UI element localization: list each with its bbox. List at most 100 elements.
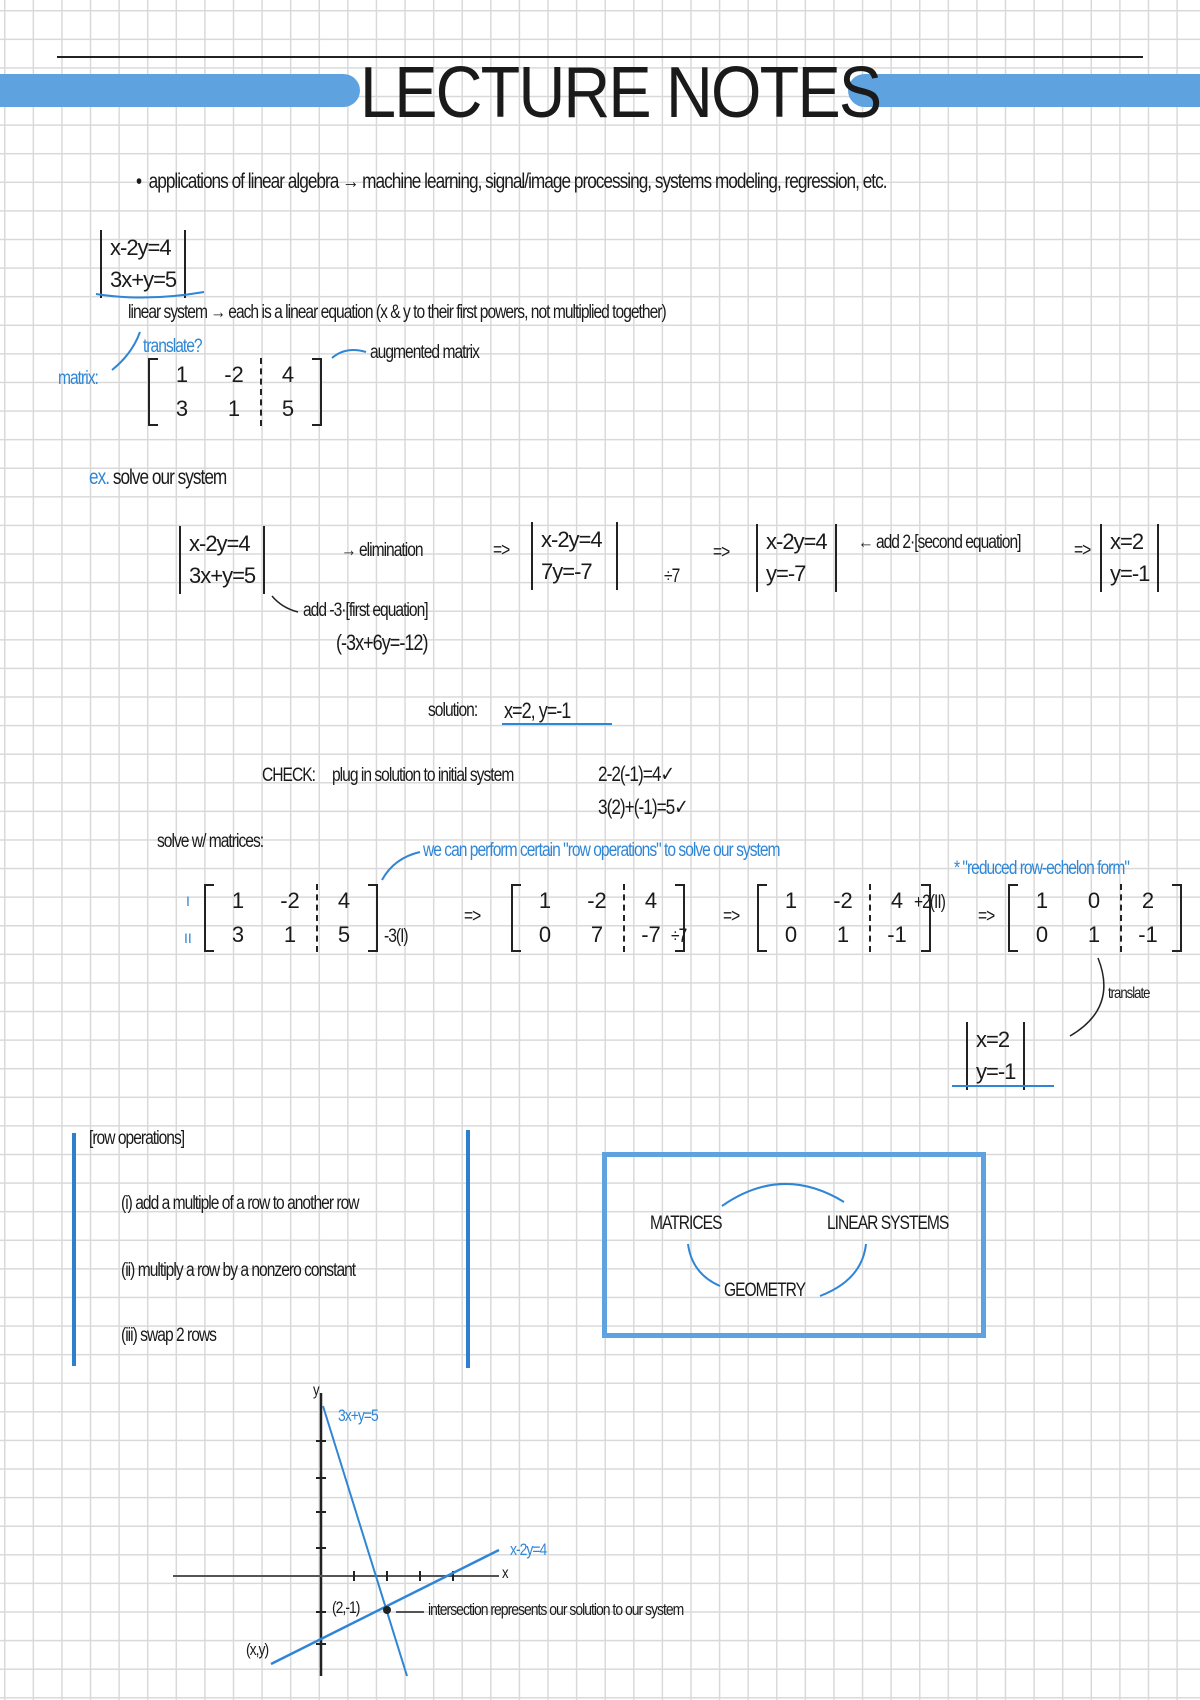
- equation: x=2: [976, 1027, 1010, 1052]
- example-prefix: ex.: [89, 466, 110, 489]
- add-second-equation-note: ← add 2·[second equation]: [858, 532, 1021, 553]
- matrix-cell: 1: [1035, 888, 1049, 913]
- implies-arrow: =>: [978, 906, 995, 927]
- matrix-label: matrix:: [58, 368, 99, 389]
- matrix-cell: 4: [337, 888, 351, 913]
- row-ops-heading: [row operations]: [89, 1128, 185, 1149]
- diagram-linear-systems: LINEAR SYSTEMS: [827, 1213, 949, 1234]
- augmented-arrow: [331, 349, 367, 359]
- matrix-cell: 1: [784, 888, 798, 913]
- system-step-3: x-2y=4 y=-7: [756, 524, 837, 592]
- translate-question: translate?: [143, 336, 203, 357]
- matrix-cell: 3: [231, 922, 245, 947]
- elimination-label: → elimination: [341, 540, 424, 561]
- augmented-column: 4-7: [623, 884, 677, 952]
- matrix-cell: 5: [337, 922, 351, 947]
- matrix-cell: 1: [227, 396, 241, 421]
- check-label: CHECK:: [262, 765, 316, 786]
- linear-system-note: linear system → each is a linear equatio…: [128, 302, 667, 323]
- y-axis-ticks: [316, 1440, 326, 1645]
- divide-7-label: ÷7: [664, 566, 680, 587]
- concept-diagram-box: [602, 1152, 986, 1338]
- add-first-expression: (-3x+6y=-12): [336, 630, 428, 655]
- line1-label: 3x+y=5: [338, 1406, 379, 1425]
- row-label-1: I: [186, 893, 190, 909]
- matrix-cell: -7: [641, 922, 661, 947]
- matrix-cell: -2: [833, 888, 853, 913]
- matrix-cell: 1: [836, 922, 850, 947]
- matrix-cell: 1: [1087, 922, 1101, 947]
- implies-arrow: =>: [723, 906, 740, 927]
- row-operations-note: we can perform certain "row operations" …: [423, 840, 781, 861]
- equation: x-2y=4: [541, 527, 603, 552]
- line2-label: x-2y=4: [510, 1540, 547, 1559]
- page-title: LECTURE NOTES: [360, 53, 882, 133]
- matrix-cell: 0: [784, 922, 798, 947]
- row-operation-label: ÷7: [671, 926, 687, 947]
- bullet-applications: • applications of linear algebra → machi…: [136, 170, 888, 193]
- example-heading: ex. solve our system: [89, 466, 227, 490]
- equation: y=-7: [766, 561, 806, 586]
- matrix-cell: 2: [1141, 888, 1155, 913]
- implies-arrow: =>: [713, 542, 730, 563]
- solution-label: solution:: [428, 700, 478, 721]
- implies-arrow: =>: [493, 540, 510, 561]
- row-op-3: (iii) swap 2 rows: [121, 1325, 217, 1346]
- add-first-arrow: [271, 595, 299, 613]
- matrix-cell: 0: [1035, 922, 1049, 947]
- implies-arrow: =>: [464, 906, 481, 927]
- row-op-1: (i) add a multiple of a row to another r…: [121, 1193, 360, 1214]
- row-ops-note-arrow: [381, 851, 421, 881]
- row-ops-left-bar: [72, 1133, 76, 1366]
- system-step-4: x=2 y=-1: [1100, 524, 1160, 592]
- point-label: (x,y): [246, 1640, 269, 1659]
- matrix-cell: 1: [175, 362, 189, 387]
- equation: y=-1: [1110, 561, 1150, 586]
- translate-arrow: [111, 331, 141, 371]
- row-ops-right-bar: [466, 1130, 470, 1368]
- implies-arrow: =>: [1074, 540, 1091, 561]
- equation: x-2y=4: [189, 531, 251, 556]
- matrices-heading: solve w/ matrices:: [157, 831, 264, 852]
- matrix-cell: -2: [587, 888, 607, 913]
- augmented-column: 2-1: [1120, 884, 1174, 952]
- diagram-geometry: GEOMETRY: [724, 1280, 806, 1301]
- rref-note: * "reduced row-echelon form": [954, 858, 1130, 879]
- top-rule: [57, 56, 1143, 58]
- matrix-cell: -2: [224, 362, 244, 387]
- equation: x=2: [1110, 529, 1144, 554]
- example-heading-text: solve our system: [112, 466, 227, 489]
- row-operation-label: -3(I): [384, 926, 409, 947]
- matrix-cell: 1: [283, 922, 297, 947]
- graph-x-label: x: [502, 1565, 509, 1582]
- solution-value: x=2, y=-1: [504, 698, 571, 723]
- equation: 3x+y=5: [110, 267, 177, 292]
- row-label-2: II: [184, 930, 192, 946]
- matrix-cell: 1: [231, 888, 245, 913]
- title-band-right: [848, 74, 1200, 107]
- intersection-note: intersection represents our solution to …: [428, 1600, 684, 1619]
- add-first-equation-note: add -3·[first equation]: [303, 600, 429, 621]
- equation: x-2y=4: [766, 529, 828, 554]
- check-line-1: 2-2(-1)=4✓: [598, 763, 675, 786]
- augmented-column: 4-1: [869, 884, 923, 952]
- check-text: plug in solution to initial system: [332, 765, 514, 786]
- matrix-cell: 7: [590, 922, 604, 947]
- matrix-cell: 4: [890, 888, 904, 913]
- title-band-left: [0, 74, 360, 107]
